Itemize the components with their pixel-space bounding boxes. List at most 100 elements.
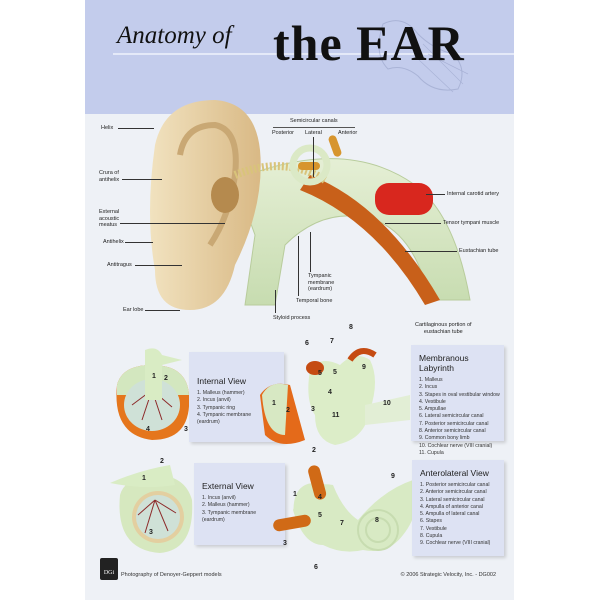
marker-9: 9: [391, 473, 395, 480]
label-eustachian-tube: Eustachian tube: [459, 248, 499, 254]
internal-view-list: 1. Malleus (hammer) 2. Incus (anvil) 3. …: [189, 390, 284, 426]
leader-line: [135, 265, 182, 266]
marker-3: 3: [283, 540, 287, 547]
label-anterior: Anterior: [338, 130, 358, 136]
photo-credit: Photography of Denoyer-Geppert models: [121, 572, 222, 578]
internal-view-title: Internal View: [197, 376, 246, 386]
legend-item: 7. Vestibule: [420, 525, 447, 532]
marker-4: 4: [328, 389, 332, 396]
legend-item: 3. Tympanic membrane: [202, 509, 257, 516]
publisher-logo: DGi: [100, 558, 118, 580]
marker-3: 3: [311, 406, 315, 413]
marker-1: 1: [142, 475, 146, 482]
legend-item: 2. Incus: [419, 384, 438, 391]
title-banner: Anatomy of the EAR: [85, 0, 514, 114]
legend-item: 2. Anterior semicircular canal: [420, 489, 487, 496]
marker-4: 4: [146, 426, 150, 433]
label-cartilaginous-portion: Cartilaginous portion of eustachian tube: [415, 322, 472, 335]
marker-1: 1: [272, 400, 276, 407]
ear-anatomy-poster: Anatomy of the EAR Helix Crura of antihe…: [85, 0, 514, 600]
legend-item: 10. Cochlear nerve (VIII cranial): [419, 442, 493, 449]
ossicle-sketch-icon: [378, 20, 469, 93]
label-antihelix: Antihelix: [103, 239, 124, 245]
label-lateral: Lateral: [305, 130, 322, 136]
label-styloid-process: Styloid process: [273, 315, 311, 321]
label-tympanic-membrane: Tympanic membrane (eardrum): [308, 273, 335, 292]
legend-item: 5. Ampullae: [419, 406, 447, 413]
external-view-list: 1. Incus (anvil) 2. Malleus (hammer) 3. …: [194, 495, 285, 524]
membranous-labyrinth-legend: Membranous Labyrinth 1. Malleus 2. Incus…: [411, 345, 504, 456]
leader-line: [122, 179, 162, 180]
legend-item: 2. Incus (anvil): [197, 397, 231, 404]
label-external-acoustic-meatus: External acoustic meatus: [99, 209, 120, 228]
external-view-title: External View: [202, 481, 254, 491]
marker-11: 11: [332, 412, 340, 419]
legend-item: 1. Posterior semicircular canal: [420, 482, 490, 488]
legend-item: 4. Ampulla of anterior canal: [420, 503, 483, 510]
title-prefix: Anatomy of: [117, 22, 232, 49]
leader-line: [120, 223, 225, 224]
legend-item: 1. Malleus: [419, 377, 443, 383]
marker-6: 6: [314, 564, 318, 571]
anterolateral-view-legend: Anterolateral View 1. Posterior semicirc…: [412, 460, 504, 556]
anterolateral-view-title: Anterolateral View: [420, 468, 489, 478]
external-view-legend: External View 1. Incus (anvil) 2. Malleu…: [194, 463, 285, 545]
legend-item: 8. Anterior semicircular canal: [419, 428, 486, 435]
marker-8: 8: [375, 517, 379, 524]
label-temporal-bone: Temporal bone: [296, 298, 333, 304]
legend-item: (eardrum): [202, 516, 225, 523]
anterolateral-view-illustration: [273, 465, 417, 552]
legend-item: 3. Stapes in oval vestibular window: [419, 391, 500, 398]
label-semicircular-canals: Semicircular canals: [290, 118, 338, 124]
leader-line: [118, 128, 154, 129]
marker-7: 7: [340, 520, 344, 527]
marker-10: 10: [383, 400, 391, 407]
legend-item: 3. Tympanic ring: [197, 404, 235, 411]
marker-1: 1: [152, 373, 156, 380]
legend-item: 2. Malleus (hammer): [202, 502, 250, 509]
leader-line: [125, 242, 153, 243]
leader-line: [426, 194, 445, 195]
marker-2: 2: [160, 458, 164, 465]
marker-4: 4: [318, 494, 322, 501]
legend-item: 9. Cochlear nerve (VIII cranial): [420, 540, 491, 547]
label-helix: Helix: [101, 125, 114, 131]
legend-item: 1. Incus (anvil): [202, 495, 236, 501]
marker-2: 2: [164, 375, 168, 382]
legend-item: 6. Lateral semicircular canal: [419, 413, 484, 420]
marker-7: 7: [330, 338, 334, 345]
legend-item: 4. Tympanic membrane: [197, 411, 252, 418]
internal-view-illustration: [116, 348, 190, 440]
marker-6: 6: [305, 340, 309, 347]
legend-item: 9. Common bony limb: [419, 435, 470, 442]
marker-9: 9: [362, 364, 366, 371]
label-antitragus: Antitragus: [107, 262, 132, 268]
legend-item: 5. Ampulla of lateral canal: [420, 511, 480, 518]
marker-2: 2: [286, 407, 290, 414]
legend-item: 8. Cupula: [420, 533, 443, 540]
page-title: the EAR: [273, 15, 465, 71]
marker-2: 2: [312, 447, 316, 454]
marker-5: 5: [318, 370, 322, 377]
membranous-labyrinth-illustration: [260, 348, 410, 445]
label-internal-carotid-artery: Internal carotid artery: [447, 191, 499, 197]
external-view-illustration: [110, 465, 193, 553]
leader-line: [145, 310, 180, 311]
label-ear-lobe: Ear lobe: [123, 307, 144, 313]
label-posterior: Posterior: [272, 130, 295, 136]
marker-1: 1: [293, 491, 297, 498]
label-crura-of-antihelix: Crura of antihelix: [99, 170, 120, 183]
legend-item: 1. Malleus (hammer): [197, 390, 245, 396]
leader-line: [298, 236, 299, 296]
marker-5: 5: [318, 512, 322, 519]
marker-3: 3: [149, 529, 153, 536]
leader-line: [310, 232, 311, 272]
legend-item: 3. Lateral semicircular canal: [420, 496, 485, 503]
leader-line: [313, 137, 314, 177]
marker-5b: 5: [333, 369, 337, 376]
anterolateral-view-list: 1. Posterior semicircular canal 2. Anter…: [412, 482, 504, 548]
legend-item: 11. Cupula: [419, 449, 444, 456]
leader-line: [275, 290, 276, 313]
membranous-labyrinth-list: 1. Malleus 2. Incus 3. Stapes in oval ve…: [411, 377, 504, 457]
legend-item: (eardrum): [197, 419, 220, 426]
